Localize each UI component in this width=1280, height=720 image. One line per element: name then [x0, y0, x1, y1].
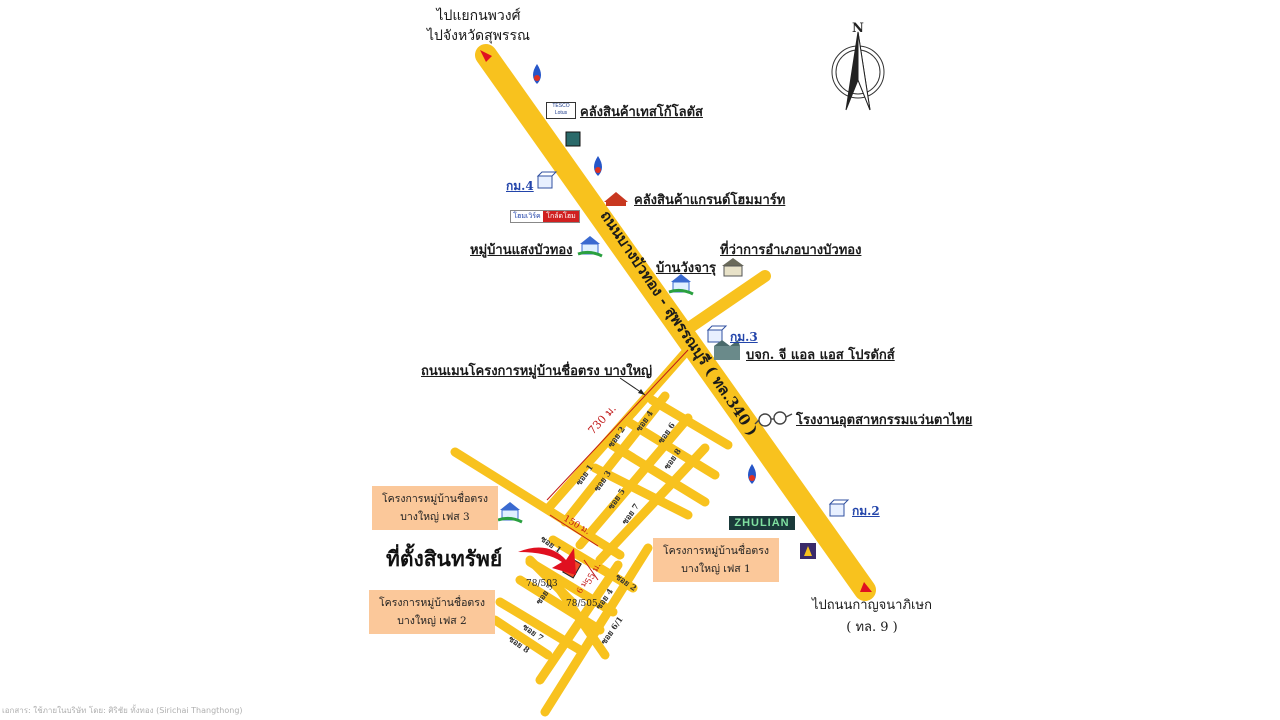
arrow-up-icon [480, 50, 492, 62]
property-location-label: ที่ตั้งสินทรัพย์ [386, 546, 503, 571]
km4-label: กม.4 [506, 179, 534, 193]
phase1-line2: บางใหญ่ เฟส 1 [681, 563, 751, 575]
tesco-warehouse-label: คลังสินค้าเทสโก้โลตัส [580, 105, 703, 120]
project-phase2-box: โครงการหมู่บ้านชื่อตรง บางใหญ่ เฟส 2 [369, 590, 495, 634]
km-marker-icon [706, 325, 728, 343]
tesco-logo-text: TESCO Lotus [552, 103, 570, 116]
grand-homemart-label: คลังสินค้าแกรนด์โฮมมาร์ท [634, 193, 786, 208]
footer-credit: เอกสาร: ใช้ภายในบริษัท โดย: ศิริชัย ทั้ง… [2, 706, 243, 715]
thai-glasses-factory-label: โรงงานอุตสาหกรรมแว่นตาไทย [796, 413, 973, 428]
warehouse-icon [604, 192, 628, 202]
district-branch-road [680, 270, 771, 336]
tesco-logo: TESCO Lotus [546, 102, 576, 119]
project-phase1-box: โครงการหมู่บ้านชื่อตรง บางใหญ่ เฟส 1 [653, 538, 779, 582]
north-label: N [852, 21, 864, 36]
bank-logo-icon [565, 131, 581, 147]
phase2-line1: โครงการหมู่บ้านชื่อตรง [379, 597, 485, 609]
direction-top-label: ไปแยกนพวงศ์ ไปจังหวัดสุพรรณ [427, 6, 530, 46]
project-phase3-box: โครงการหมู่บ้านชื่อตรง บางใหญ่ เฟส 3 [372, 486, 498, 530]
main-highway [475, 44, 876, 601]
property-arrow [518, 547, 576, 575]
wangcharu-label: บ้านวังจารุ [656, 261, 716, 276]
direction-bottom-label: ไปถนนกาญจนาภิเษก ( ทล. 9 ) [812, 595, 932, 639]
gls-products-label: บจก. จี แอล แอส โปรดักส์ [746, 348, 895, 363]
plot-78-503: 78/503 [526, 579, 558, 589]
homework-logo-left: โฮมเวิร์ค [513, 213, 541, 220]
km-marker-icon [828, 499, 850, 517]
bank-icon [800, 543, 816, 559]
north-compass-icon: N [831, 21, 885, 111]
phase1-line1: โครงการหมู่บ้านชื่อตรง [663, 545, 769, 557]
km2-label: กม.2 [852, 504, 880, 518]
soi-grid-lower [490, 535, 653, 717]
km3-label: กม.3 [730, 330, 758, 344]
homework-logo-right: โกล์ดโฮม [543, 211, 579, 222]
government-office-icon [722, 258, 744, 266]
direction-bottom-line2: ( ทล. 9 ) [846, 620, 898, 635]
phase2-line2: บางใหญ่ เฟส 2 [397, 615, 467, 627]
glasses-icon [754, 411, 793, 427]
homework-logo: โฮมเวิร์คโกล์ดโฮม [510, 210, 580, 223]
direction-top-line2: ไปจังหวัดสุพรรณ [427, 28, 530, 44]
factory-icon [714, 340, 740, 360]
village-icon [497, 502, 523, 524]
phase3-line1: โครงการหมู่บ้านชื่อตรง [382, 493, 488, 505]
fuel-station-icon [748, 464, 756, 484]
direction-top-line1: ไปแยกนพวงศ์ [436, 8, 521, 24]
saeng-village-label: หมู่บ้านแสงบัวทอง [470, 243, 573, 258]
fuel-station-icon [594, 156, 602, 176]
village-icon [668, 274, 694, 296]
soi-grid-upper [450, 391, 733, 565]
village-icon [577, 236, 603, 258]
km-marker-icon [536, 171, 558, 189]
phase3-line2: บางใหญ่ เฟส 3 [400, 511, 470, 523]
distance-lines [546, 349, 689, 581]
project-main-road-label: ถนนเมนโครงการหมู่บ้านชื่อตรง บางใหญ่ [421, 364, 653, 379]
plot-78-505: 78/505 [566, 599, 598, 609]
direction-bottom-line1: ไปถนนกาญจนาภิเษก [812, 598, 932, 613]
fuel-station-icon [533, 64, 541, 84]
district-office-label: ที่ว่าการอำเภอบางบัวทอง [720, 243, 862, 258]
arrow-down-icon [860, 582, 872, 592]
project-main-road [541, 342, 696, 515]
zhulian-logo: ZHULIAN [729, 516, 795, 530]
